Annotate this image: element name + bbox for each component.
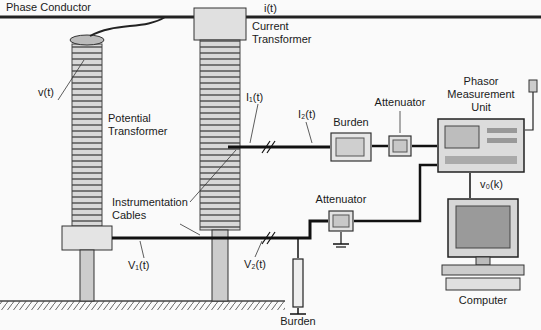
attenuator-box: Attenuator [388,135,412,157]
node-shape [388,135,412,157]
computer-icon: Computer [440,198,526,292]
node-label: Burden [280,315,315,328]
cable-connector [372,146,388,147]
signal-name: v(t) [38,86,54,99]
signal-name: I₁(t) [246,91,263,104]
node-label: Burden [333,116,368,129]
node-label: Attenuator [316,193,367,206]
instrumentation-cable-part [297,238,299,258]
gps-antenna [525,80,537,130]
ground-symbol-part [333,243,349,245]
potential-transformer-part [58,60,84,100]
gps-antenna-part [529,80,537,92]
potential-transformer-part [62,226,112,250]
instrumentation-cable-part [297,308,299,314]
potential-transformer-part [90,17,165,36]
node-shape [328,210,354,232]
node-shape [437,118,525,173]
part-name: Phase Conductor [4,1,93,14]
part-name: Instrumentation Cables [112,196,196,222]
signal-name: V₂(t) [244,258,266,271]
instrumentation-cable-part [290,313,306,315]
current-transformer-part [194,8,246,40]
leader-line [140,104,400,258]
node-label: Attenuator [375,96,426,109]
attenuator-box: Attenuator [328,210,354,232]
current-transformer-part [200,40,240,230]
leader-line-part [400,111,401,133]
instrumentation-cable [112,141,330,314]
instrumentation-cable-part [267,141,275,153]
potential-transformer [58,17,165,301]
current-transformer-part [212,230,228,301]
ground-part [0,301,285,310]
leader-line-part [180,224,200,235]
node-label: Phasor Measurement Unit [440,75,522,114]
ground-symbol-part [340,232,341,244]
instrumentation-cable-part [112,221,328,238]
resistor-symbol: Burden [292,258,304,308]
pmu-device: Phasor Measurement Unit [437,118,525,173]
leader-line-part [190,150,236,202]
potential-transformer-part [70,35,104,45]
cable-line [412,145,437,148]
leader-line-part [140,241,144,258]
part-name: Current Transformer [252,20,326,46]
node-label: Computer [459,294,507,307]
signal-name: V₁(t) [128,259,149,272]
leader-line-part [255,241,262,257]
cable-line [372,145,388,148]
leader-line-part [306,122,312,143]
part-name: Potential Transformer [108,112,182,138]
cable-line [469,173,471,198]
phase-conductor [0,17,541,18]
gps-antenna-part [525,92,533,130]
node-shape [292,258,304,308]
signal-name: I₂(t) [298,108,316,121]
ground [0,301,285,310]
burden-box: Burden [330,132,372,162]
cable-line [354,165,437,221]
leader-line-part [250,104,258,143]
current-transformer [194,8,246,301]
instrumentation-cable-part [228,146,330,149]
cable-connector [412,146,437,147]
instrumentation-cable-part [267,232,275,244]
ground-symbol-part [336,246,346,247]
cable-connector [354,165,437,221]
signal-name: v₀(k) [480,178,503,191]
node-shape [330,132,372,162]
signal-name: i(t) [262,2,279,15]
node-shape [440,198,526,292]
ground-part [0,300,285,302]
ground-symbol [333,232,349,247]
cable-connector [470,173,471,198]
potential-transformer-part [80,250,94,301]
phase-conductor-part [0,16,541,19]
